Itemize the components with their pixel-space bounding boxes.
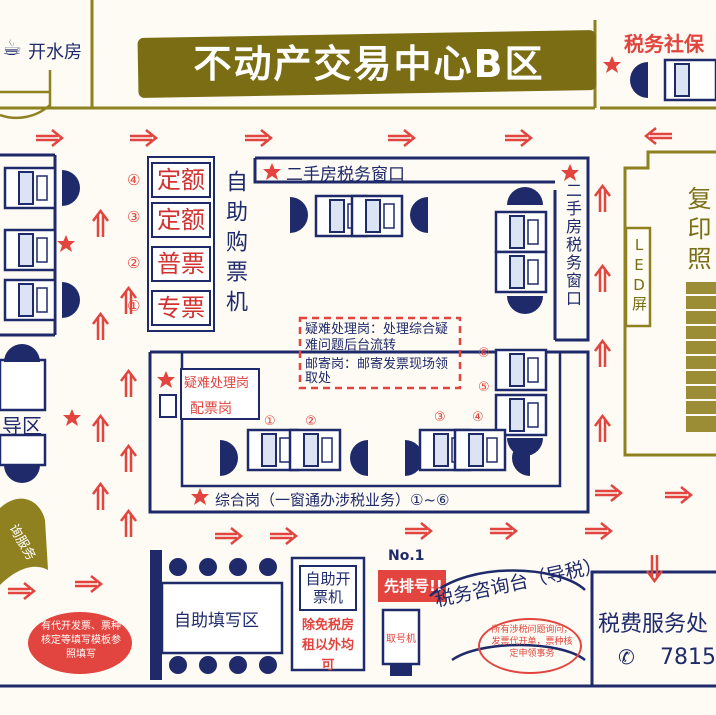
ticket-special: 专票 [151,290,211,326]
copy-photo-label: 复印照 [683,186,711,276]
counter-num-3: ③ [434,410,446,425]
counter-num-6: ⑥ [478,346,490,361]
difficult-post-note: 疑难处理岗：处理综合疑难问题后台流转 [305,322,449,353]
tax-social-security-label: 税务社保 [624,32,704,56]
mail-post-note: 邮寄岗：邮寄发票现场领取处 [305,357,449,386]
queue-first-label: 先排号!! [384,577,443,595]
self-invoice-note: 除免税房租以外均可 [301,618,354,673]
ticket-post-label: 配票岗 [190,401,232,417]
self-fill-area-label: 自助填写区 [174,611,259,631]
counter-num-5: ⑤ [478,380,490,395]
tax-service-hall-label: 税费服务处 [598,612,709,637]
ticket-num-4: ④ [127,171,141,189]
phone-icon: ✆ [618,645,635,669]
ticket-num-2: ② [127,254,141,272]
hot-water-room-label: 开水房 [28,42,82,63]
template-note-bubble [28,612,132,674]
phone-number: 7815 [660,645,716,670]
guide-area-label: 导区 [2,414,42,438]
ticket-num-1: ① [127,297,141,315]
template-note: 有代开发票、票种核定等填写模板参照填写 [41,621,121,660]
queue-number-tag: No.1 [388,548,425,564]
led-screen-label: LED屏 [630,236,648,313]
second-hand-tax-window-horizontal: 二手房税务窗口 [286,165,405,185]
ticket-quota-4: 定额 [151,162,211,198]
ticket-num-3: ③ [127,208,141,226]
difficult-post-box [180,368,260,420]
counter-num-2: ② [305,414,317,429]
general-post-label: 综合岗（一窗通办涉税业务）①~⑥ [215,491,450,509]
counter-num-1: ① [264,414,276,429]
cup-icon: ☕ [2,36,22,61]
difficult-post-label: 疑难处理岗 [184,376,250,391]
second-hand-tax-window-vertical: 二手房税务窗口 [563,182,582,308]
queue-machine-label: 取号机 [386,634,416,645]
ticket-quota-3: 定额 [151,202,211,238]
counter-num-4: ④ [472,410,484,425]
consult-note: 所有涉税问题询问，发票代开单，票种核定申领事务 [491,625,573,659]
ticket-general: 普票 [151,246,211,282]
self-ticket-machine-label: 自助购票机 [222,170,247,320]
consult-note-bubble [478,618,582,674]
self-invoice-machine-label: 自助开票机 [305,570,351,606]
page-title: 不动产交易中心B区 [193,42,545,86]
